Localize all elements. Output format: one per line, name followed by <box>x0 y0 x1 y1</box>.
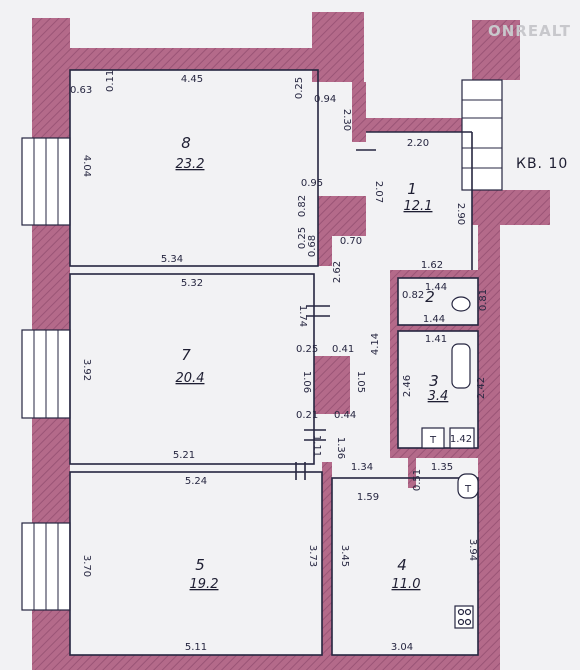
dim-label: 5.32 <box>181 278 203 289</box>
dim-label: 3.45 <box>339 545 350 567</box>
dim-label: 1.41 <box>425 334 447 345</box>
apartment-label: КВ. 10 <box>516 156 568 172</box>
labels: ONREALT КВ. 10 8 23.2 1 12.1 2 7 20.4 3 … <box>70 22 571 653</box>
room-3-number: 3 <box>429 372 439 390</box>
room-7-area: 20.4 <box>176 371 205 386</box>
bathtub-icon <box>451 343 471 389</box>
dim-label: 1.06 <box>301 371 312 393</box>
room-3-area: 3.4 <box>428 389 449 404</box>
dim-label: 3.73 <box>307 545 318 567</box>
dim-label: 0.51 <box>412 469 423 491</box>
sink-icon <box>451 296 471 312</box>
dim-label: 0.25 <box>296 344 318 355</box>
dim-label: 1.05 <box>355 371 366 393</box>
washbasin-box <box>449 427 475 449</box>
room-1-number: 1 <box>407 180 417 198</box>
dim-label: 5.34 <box>161 254 183 265</box>
dim-label: 2.90 <box>455 203 466 225</box>
room-2-number: 2 <box>425 288 435 306</box>
dim-label: 2.62 <box>332 261 343 283</box>
dim-label: 2.07 <box>373 181 384 203</box>
room-8-area: 23.2 <box>176 157 205 172</box>
walls <box>21 12 550 670</box>
toilet-box <box>421 427 445 449</box>
dim-label: 3.04 <box>391 642 413 653</box>
dim-label: 1.59 <box>357 492 379 503</box>
dim-label: 2.30 <box>341 109 352 131</box>
room-7-number: 7 <box>181 346 191 364</box>
room-1-area: 12.1 <box>404 199 433 214</box>
dim-label: 1.42 <box>450 434 472 445</box>
room-4-number: 4 <box>397 556 407 574</box>
dim-label: 0.25 <box>297 227 308 249</box>
dim-label: 4.45 <box>181 74 203 85</box>
partitions <box>69 69 479 656</box>
room-5-number: 5 <box>195 556 205 574</box>
dim-label: 1.44 <box>423 314 445 325</box>
dim-label: 0.95 <box>301 178 323 189</box>
dim-label: 0.94 <box>314 94 336 105</box>
stove-icon <box>454 605 474 629</box>
room-4-area: 11.0 <box>392 577 421 592</box>
dim-label: 0.44 <box>334 410 356 421</box>
dim-label: 4.14 <box>370 333 381 355</box>
boiler-label: T <box>464 484 472 495</box>
dim-label: 0.63 <box>70 85 92 96</box>
dim-label: 0.25 <box>294 77 305 99</box>
dim-label: 4.04 <box>81 155 92 177</box>
dim-label: 0.82 <box>297 195 308 217</box>
dim-label: 5.11 <box>185 642 207 653</box>
dim-label: 1.62 <box>421 260 443 271</box>
dim-label: 5.24 <box>185 476 207 487</box>
dim-label: 2.46 <box>402 375 413 397</box>
dim-label: 3.92 <box>81 359 92 381</box>
watermark: ONREALT <box>488 22 571 40</box>
dim-label: 0.41 <box>332 344 354 355</box>
dim-label: 0.21 <box>296 410 318 421</box>
fixtures <box>421 296 479 629</box>
toilet-label: T <box>429 435 437 446</box>
dim-label: 0.82 <box>402 290 424 301</box>
dim-label: 2.42 <box>476 377 487 399</box>
dim-label: 3.94 <box>467 539 478 561</box>
dim-label: 1.44 <box>425 282 447 293</box>
dim-label: 2.20 <box>407 138 429 149</box>
dim-label: 0.11 <box>105 70 116 92</box>
dim-label: 0.70 <box>340 236 362 247</box>
dim-label: 1.34 <box>351 462 373 473</box>
dim-label: 0.81 <box>478 289 489 311</box>
dim-label: 1.35 <box>431 462 453 473</box>
room-5-area: 19.2 <box>190 577 219 592</box>
dim-label: 1.74 <box>297 305 308 327</box>
dim-label: 1.11 <box>311 435 322 457</box>
dim-label: 3.70 <box>81 555 92 577</box>
dim-label: 1.36 <box>335 437 346 459</box>
room-8-number: 8 <box>181 134 191 152</box>
dim-label: 0.68 <box>307 235 318 257</box>
boiler-icon <box>457 473 479 499</box>
dim-label: 5.21 <box>173 450 195 461</box>
